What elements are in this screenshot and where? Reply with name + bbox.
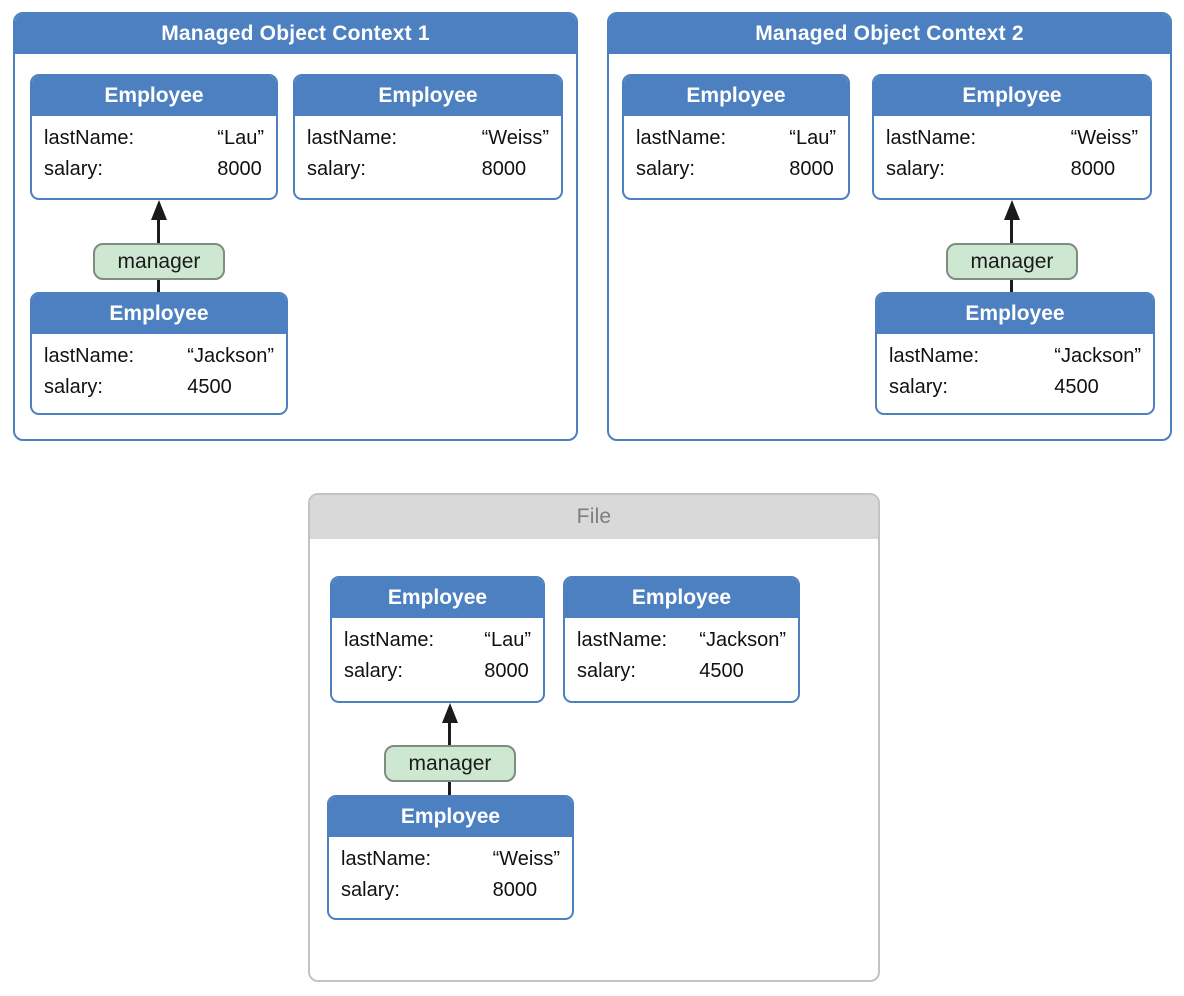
- attr-value: 8000: [217, 158, 262, 180]
- entity-title: Employee: [400, 805, 501, 828]
- entity-title: Employee: [387, 586, 488, 609]
- managed-object-context-2: Managed Object Context 2 Employee lastNa…: [607, 12, 1172, 441]
- relationship-label: manager: [408, 751, 492, 775]
- attr-label: lastName:: [889, 345, 980, 367]
- attr-value: 8000: [492, 879, 538, 901]
- attr-label: lastName:: [886, 127, 977, 149]
- attr-value: 8000: [484, 660, 529, 682]
- entity-body: lastName: “Jackson” salary: 4500: [32, 334, 286, 403]
- attr-value: 8000: [481, 158, 527, 180]
- attr-label: salary:: [636, 158, 695, 180]
- attr-value: “Jackson”: [1054, 345, 1141, 367]
- context-header: Managed Object Context 1: [15, 14, 576, 54]
- attr-label: lastName:: [636, 127, 727, 149]
- entity-title: Employee: [378, 84, 478, 107]
- attr-value: 4500: [699, 660, 744, 682]
- entity-title: Employee: [965, 302, 1065, 325]
- relationship-pill: manager: [93, 243, 225, 280]
- relationship-label: manager: [970, 249, 1054, 273]
- attr-label: salary:: [577, 660, 636, 682]
- attr-value: 8000: [1070, 158, 1116, 180]
- entity-title: Employee: [109, 302, 209, 325]
- attr-value: “Jackson”: [699, 629, 786, 651]
- entity-card-lau: Employee lastName: “Lau” salary: 8000: [622, 74, 850, 200]
- attr-label: lastName:: [307, 127, 398, 149]
- entity-header: Employee: [624, 76, 848, 116]
- connector-line: [157, 280, 160, 292]
- entity-card-weiss: Employee lastName: “Weiss” salary: 8000: [872, 74, 1152, 200]
- attr-label: lastName:: [341, 848, 432, 870]
- attr-value: “Lau”: [484, 629, 531, 651]
- entity-card-lau: Employee lastName: “Lau” salary: 8000: [30, 74, 278, 200]
- arrow-up-icon: [442, 703, 458, 723]
- relationship-pill: manager: [946, 243, 1078, 280]
- entity-card-lau: Employee lastName: “Lau” salary: 8000: [330, 576, 545, 703]
- entity-body: lastName: “Lau” salary: 8000: [624, 116, 848, 185]
- attr-value: “Lau”: [217, 127, 264, 149]
- entity-body: lastName: “Jackson” salary: 4500: [877, 334, 1153, 403]
- entity-title: Employee: [104, 84, 204, 107]
- entity-header: Employee: [332, 578, 543, 618]
- entity-header: Employee: [32, 294, 286, 334]
- attr-label: salary:: [886, 158, 945, 180]
- entity-title: Employee: [962, 84, 1062, 107]
- attr-label: lastName:: [44, 127, 135, 149]
- entity-card-jackson: Employee lastName: “Jackson” salary: 450…: [875, 292, 1155, 415]
- attr-label: salary:: [341, 879, 400, 901]
- attr-label: salary:: [307, 158, 366, 180]
- connector-line: [1010, 218, 1013, 243]
- entity-title: Employee: [686, 84, 786, 107]
- connector-line: [1010, 280, 1013, 292]
- relationship-pill: manager: [384, 745, 516, 782]
- attr-value: “Weiss”: [1070, 127, 1138, 149]
- entity-body: lastName: “Lau” salary: 8000: [32, 116, 276, 185]
- file-title: File: [576, 505, 612, 528]
- entity-body: lastName: “Weiss” salary: 8000: [329, 837, 572, 906]
- arrow-up-icon: [151, 200, 167, 220]
- entity-card-jackson: Employee lastName: “Jackson” salary: 450…: [563, 576, 800, 703]
- attr-label: lastName:: [577, 629, 668, 651]
- file-header: File: [310, 495, 878, 539]
- entity-header: Employee: [565, 578, 798, 618]
- attr-value: 8000: [789, 158, 834, 180]
- attr-value: 4500: [1054, 376, 1099, 398]
- arrow-up-icon: [1004, 200, 1020, 220]
- attr-label: salary:: [889, 376, 948, 398]
- attr-label: lastName:: [344, 629, 435, 651]
- connector-line: [448, 782, 451, 795]
- entity-header: Employee: [877, 294, 1153, 334]
- connector-line: [157, 218, 160, 243]
- relationship-label: manager: [117, 249, 201, 273]
- context-header: Managed Object Context 2: [609, 14, 1170, 54]
- entity-body: lastName: “Weiss” salary: 8000: [295, 116, 561, 185]
- entity-body: lastName: “Weiss” salary: 8000: [874, 116, 1150, 185]
- attr-value: “Jackson”: [187, 345, 274, 367]
- attr-value: “Weiss”: [492, 848, 560, 870]
- attr-value: 4500: [187, 376, 232, 398]
- attr-value: “Lau”: [789, 127, 836, 149]
- attr-label: salary:: [344, 660, 403, 682]
- entity-body: lastName: “Jackson” salary: 4500: [565, 618, 798, 687]
- entity-card-jackson: Employee lastName: “Jackson” salary: 450…: [30, 292, 288, 415]
- entity-header: Employee: [329, 797, 572, 837]
- entity-header: Employee: [874, 76, 1150, 116]
- file-container: File Employee lastName: “Lau” salary: 80…: [308, 493, 880, 982]
- entity-header: Employee: [295, 76, 561, 116]
- entity-body: lastName: “Lau” salary: 8000: [332, 618, 543, 687]
- attr-label: salary:: [44, 158, 103, 180]
- entity-card-weiss: Employee lastName: “Weiss” salary: 8000: [293, 74, 563, 200]
- entity-card-weiss: Employee lastName: “Weiss” salary: 8000: [327, 795, 574, 920]
- entity-title: Employee: [631, 586, 732, 609]
- managed-object-context-1: Managed Object Context 1 Employee lastNa…: [13, 12, 578, 441]
- entity-header: Employee: [32, 76, 276, 116]
- attr-label: salary:: [44, 376, 103, 398]
- attr-value: “Weiss”: [481, 127, 549, 149]
- context-title: Managed Object Context 2: [755, 22, 1024, 45]
- context-title: Managed Object Context 1: [161, 22, 430, 45]
- connector-line: [448, 721, 451, 745]
- attr-label: lastName:: [44, 345, 135, 367]
